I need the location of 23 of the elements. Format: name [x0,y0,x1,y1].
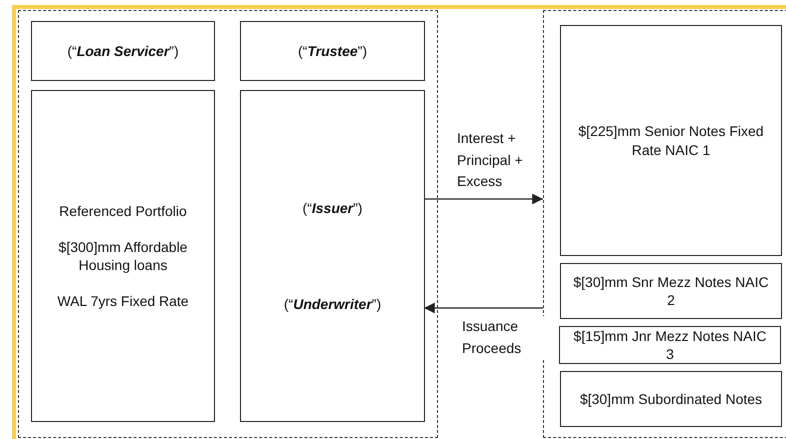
text-box [240,90,425,422]
box-text: $[30]mm Subordinated Notes [580,390,762,408]
box-text: WAL 7yrs Fixed Rate [57,292,189,310]
box-text: (“Trustee”) [298,42,367,60]
box-text: (“Underwriter”) [284,295,382,314]
box-text: $[225]mm Senior Notes Fixed Rate NAIC 1 [577,122,765,159]
box-text: (“Issuer”) [302,198,362,217]
text-box [560,25,782,256]
arrow [424,302,543,314]
dashed-group-box [18,10,438,438]
edge-label: Issuance Proceeds [460,316,544,360]
box-text: $[15]mm Jnr Mezz Notes NAIC 3 [572,326,768,364]
box-text: $[30]mm Snr Mezz Notes NAIC 2 [572,272,770,310]
dashed-group-box [543,10,786,438]
box-text: Referenced Portfolio [59,202,187,220]
text-box [560,371,782,427]
text-box [240,21,425,81]
text-box [560,263,782,319]
text-box [31,21,215,81]
box-text: (“Loan Servicer”) [67,42,179,60]
box-text: $[300]mm Affordable Housing loans [58,238,188,274]
arrow [424,194,543,204]
text-box [31,90,215,422]
